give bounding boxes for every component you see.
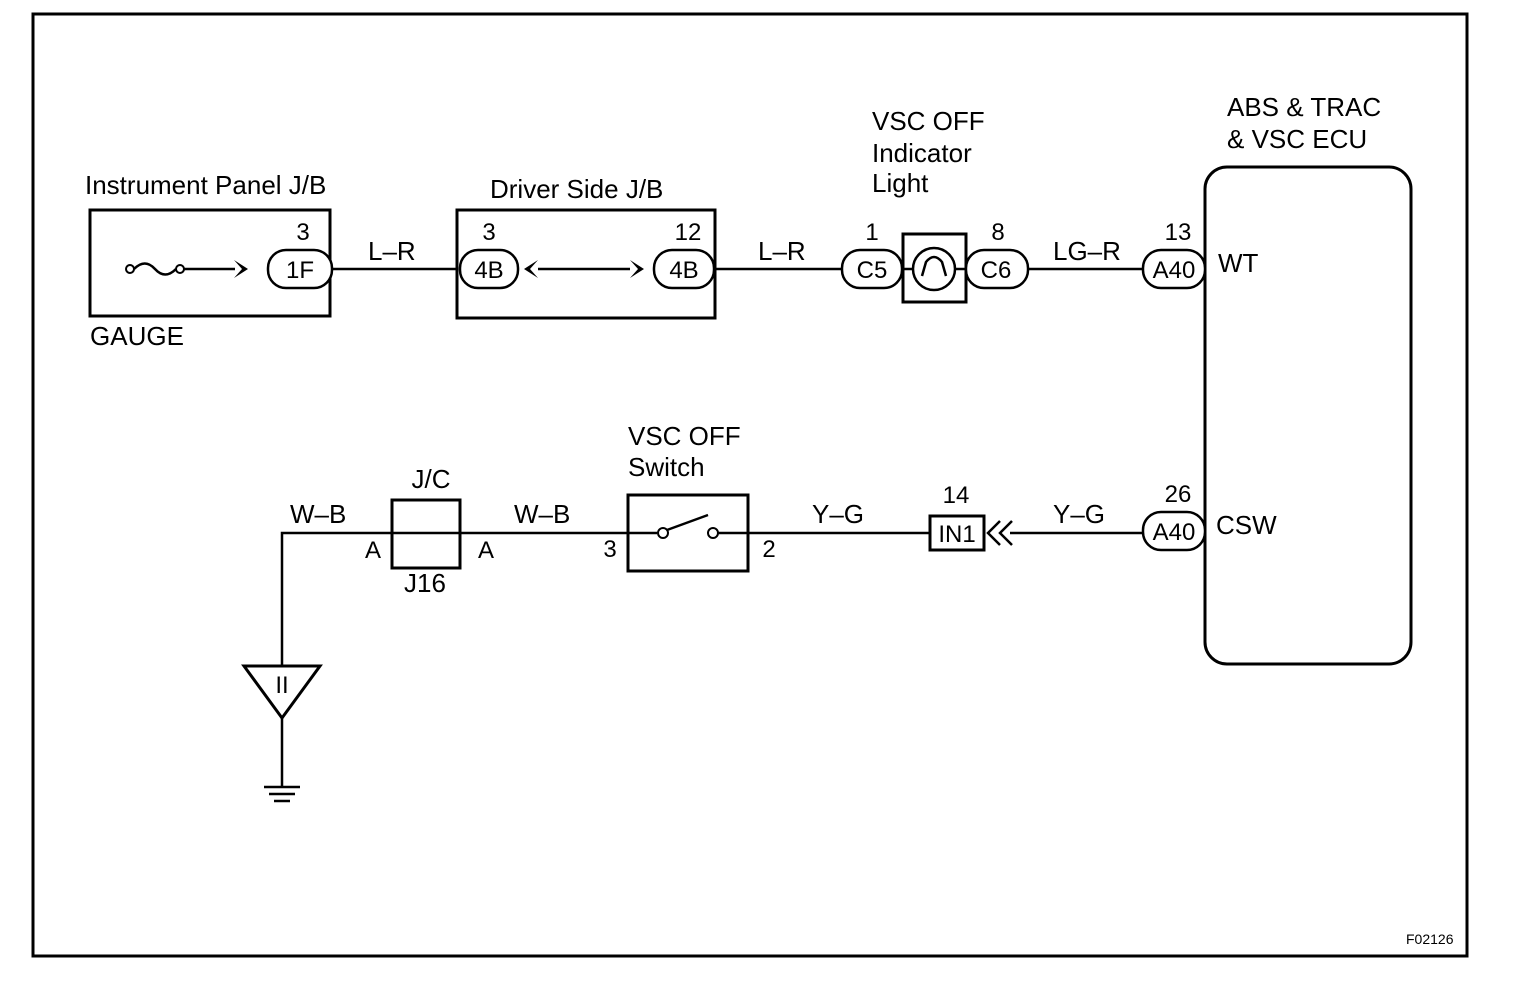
- switch-pin-3: 3: [603, 536, 616, 563]
- junction-title: J/C: [412, 464, 451, 494]
- connector-c6-label: C6: [981, 257, 1012, 284]
- connector-a40-wt: [1141, 248, 1207, 290]
- ecu-box: [1203, 165, 1413, 666]
- connector-c5-label: C5: [857, 257, 888, 284]
- pin-4b-out: 12: [675, 219, 702, 246]
- junction-code: J16: [404, 568, 446, 598]
- pin-c5: 1: [865, 219, 878, 246]
- wire-w-b-2-label: W–B: [514, 499, 570, 529]
- pin-4b-in: 3: [482, 219, 495, 246]
- ground-point-label: II: [275, 672, 288, 699]
- pin-c6: 8: [991, 219, 1004, 246]
- wire-l-r-2-label: L–R: [758, 236, 806, 266]
- wire-l-r-1-label: L–R: [368, 236, 416, 266]
- switch-pin-2: 2: [762, 536, 775, 563]
- wire-w-b-1: [280, 531, 392, 666]
- wire-y-g-2-label: Y–G: [1053, 499, 1105, 529]
- wire-w-b-1-label: W–B: [290, 499, 346, 529]
- pin-a40-wt: 13: [1165, 219, 1192, 246]
- pin-1f: 3: [296, 219, 309, 246]
- arrow-right-icon: [630, 260, 644, 278]
- switch-title-2: Switch: [628, 452, 705, 482]
- chevron-left-icon: [986, 520, 1013, 546]
- connector-in1: [928, 514, 986, 552]
- pin-in1: 14: [943, 482, 970, 509]
- switch-icon: [628, 513, 748, 539]
- bulb-icon: [902, 246, 966, 292]
- junction-pin-a-right: A: [478, 537, 494, 564]
- figure-code: F02126: [1406, 931, 1454, 947]
- terminal-wt: WT: [1218, 248, 1259, 278]
- connector-a40-wt-label: A40: [1153, 257, 1196, 284]
- wire-lg-r-label: LG–R: [1053, 236, 1121, 266]
- ecu-title-1: ABS & TRAC: [1227, 92, 1381, 122]
- ecu-title-2: & VSC ECU: [1227, 124, 1367, 154]
- junction-pin-a-left: A: [365, 537, 381, 564]
- connector-in1-label: IN1: [938, 521, 975, 548]
- connector-a40-csw-label: A40: [1153, 519, 1196, 546]
- terminal-csw: CSW: [1216, 510, 1277, 540]
- instrument-panel-jb-title: Instrument Panel J/B: [85, 170, 326, 200]
- indicator-title-2: Indicator: [872, 138, 972, 168]
- ground-point-triangle: [241, 664, 323, 721]
- connector-4b-out: [652, 248, 716, 290]
- gauge-fuse-label: GAUGE: [90, 321, 184, 351]
- arrow-left-icon: [524, 260, 538, 278]
- indicator-title-3: Light: [872, 168, 929, 198]
- wire-y-g-1-label: Y–G: [812, 499, 864, 529]
- connector-a40-csw: [1141, 510, 1207, 552]
- switch-title-1: VSC OFF: [628, 421, 741, 451]
- connector-1f-label: 1F: [286, 257, 314, 284]
- pin-a40-csw: 26: [1165, 481, 1192, 508]
- arrow-right-icon: [234, 260, 248, 278]
- connector-4b-out-label: 4B: [669, 257, 698, 284]
- indicator-title-1: VSC OFF: [872, 106, 985, 136]
- ground-icon: [264, 785, 300, 803]
- connector-4b-in: [458, 248, 520, 290]
- connector-4b-in-label: 4B: [474, 257, 503, 284]
- driver-side-jb-title: Driver Side J/B: [490, 174, 663, 204]
